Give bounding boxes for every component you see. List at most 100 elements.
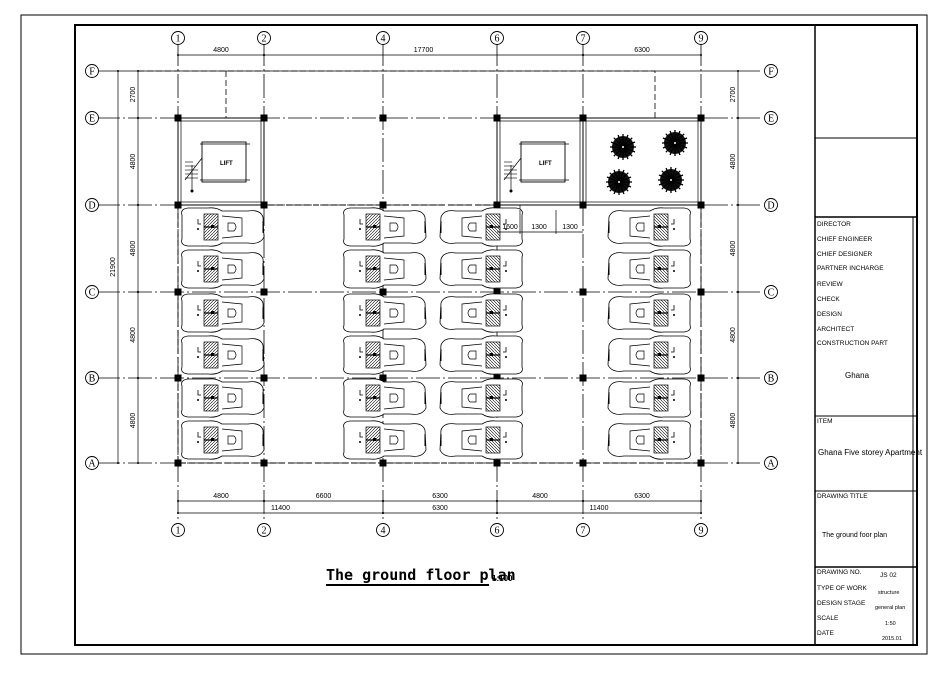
tree-branch [613,146,624,157]
tb-drawing-title-label: DRAWING TITLE [817,493,868,500]
axis-bubble-top-1-label: 1 [176,34,181,45]
axis-bubble-left-D-circle [85,198,99,212]
car-shifter [373,311,376,314]
car-mirror [359,261,363,267]
tb-design-stage-label: DESIGN STAGE [817,600,866,607]
car-dot [505,228,507,230]
car-mirror [503,390,507,396]
car-hood [221,428,243,452]
car-hood [629,301,651,325]
tb-type-of-work-label: TYPE OF WORK [817,585,868,592]
parking-cars [181,207,691,460]
stair-lift-core-right-inner [499,120,581,203]
dim-top-1-2-tick [177,54,179,56]
axis-bubble-bottom-9-circle [694,523,708,537]
dim-bot-7-9-tick [700,500,702,502]
tree-branch [613,181,620,195]
axis-bubble-right-F-label: F [768,67,774,78]
tree-branch [622,146,636,153]
car-hood [383,301,405,325]
car-mirror [671,305,675,311]
dim-bot-7-9-tick [582,500,584,502]
dim-right-4: 4800 [730,413,737,429]
car-icon [607,293,691,333]
column [379,114,387,122]
car-mirror [359,347,363,353]
axis-bubble-top-4: 4 [376,31,390,45]
car-mirror [671,432,675,438]
car-hood [461,257,483,281]
tree-branch [674,142,685,153]
car-icon [181,335,265,375]
car-dot [673,314,675,316]
axis-bubble-right-C-circle [764,285,778,299]
dim-inner-2: 1300 [562,224,578,231]
car-hood [629,215,651,239]
car-dot [359,399,361,401]
car-mirror [359,219,363,225]
car-icon [439,249,523,289]
car-icon [343,293,427,333]
axis-bubble-left-B-circle [85,371,99,385]
axis-bubble-right-E: E [764,111,778,125]
car-emblem [227,350,237,360]
car-mirror [671,219,675,225]
axis-bubble-right-E-label: E [768,114,774,125]
dim-bot2-4-6-tick [382,512,384,514]
dim-left-2-tick [137,204,139,206]
car-dot [197,228,199,230]
tree-branch [665,167,672,181]
column [697,201,705,209]
dim-bot-6-7: 4800 [532,493,548,500]
axis-bubble-bottom-6-label: 6 [495,526,500,537]
dim-left-0: 2700 [130,87,137,103]
car-icon [343,249,427,289]
car-emblem [227,393,237,403]
tree-branch [674,133,685,144]
car-hood [383,215,405,239]
tree-branch [670,170,681,181]
tb-type-of-work-value: structure [878,590,899,596]
tree-branch [618,181,632,188]
tree-branch [622,134,629,148]
tree-branch [669,130,676,144]
tree-icon [658,167,684,193]
tb-scale-value: 1:50 [885,621,896,627]
car-shifter [373,267,376,270]
column [379,374,387,382]
car-emblem [635,264,645,274]
car-emblem [635,222,645,232]
tree-branch [665,133,676,144]
car-emblem [467,222,477,232]
car-hood [383,343,405,367]
car-shifter [658,267,661,270]
axis-bubble-right-B: B [764,371,778,385]
axis-bubble-bottom-2-circle [257,523,271,537]
car-shifter [658,311,661,314]
tb-architect-label: ARCHITECT [817,326,854,333]
tb-check-label: CHECK [817,296,840,303]
car-icon [343,335,427,375]
dim-bot-2-4-tick [263,500,265,502]
car-hood [629,428,651,452]
car-shifter [373,438,376,441]
dim-top-1-2: 4800 [213,47,229,54]
car-body [439,249,523,289]
car-mirror [503,219,507,225]
car-shifter [490,353,493,356]
car-dot [505,441,507,443]
column [493,114,501,122]
column [260,288,268,296]
dim-right-4-tick [737,377,739,379]
tb-chief-engineer-label: CHIEF ENGINEER [817,236,873,243]
tree-icon [610,134,636,160]
car-hood [461,428,483,452]
dim-left-total: 21900 [110,257,117,277]
stair-arrow-dot [190,189,194,193]
outer-frame [20,14,928,655]
car-mirror [197,219,201,225]
axis-bubble-left-D-label: D [88,201,95,212]
car-hood [461,215,483,239]
dim-right-2-tick [737,204,739,206]
